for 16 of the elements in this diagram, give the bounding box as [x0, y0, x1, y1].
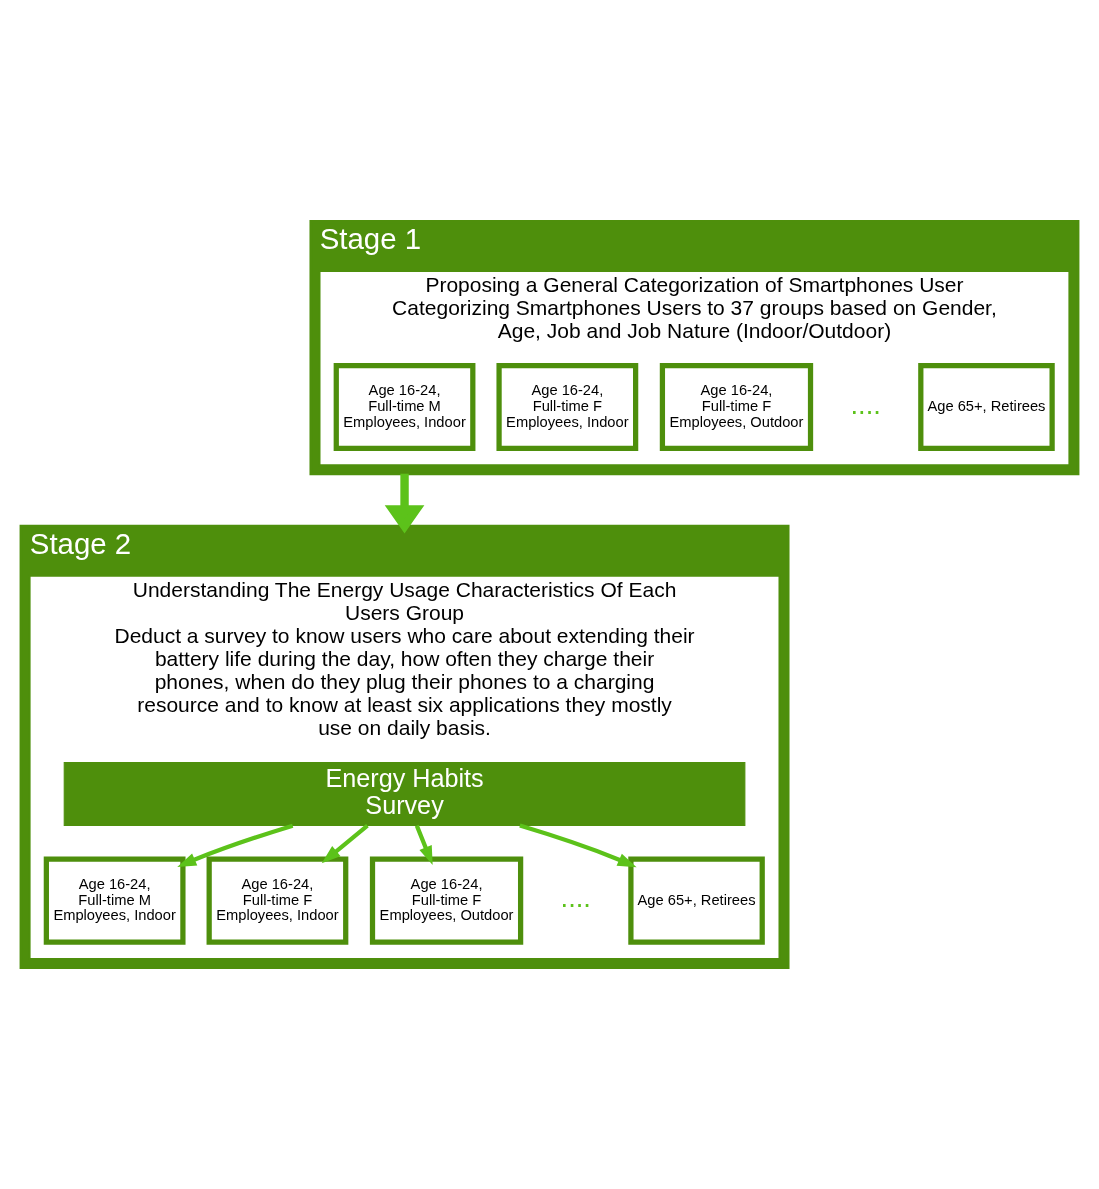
node-box: Age 16-24, Full-time F Employees, Outdoor [659, 362, 814, 452]
node-box: Age 16-24, Full-time M Employees, Indoor [43, 856, 186, 945]
node-box: Age 16-24, Full-time F Employees, Outdoor [369, 856, 524, 945]
arrow [384, 473, 425, 534]
arrow [321, 824, 369, 864]
node-box: Age 65+, Retirees [918, 362, 1055, 452]
arrow [177, 823, 294, 867]
node-box: Age 16-24, Full-time M Employees, Indoor [333, 362, 476, 452]
node-box: Age 65+, Retirees [628, 856, 765, 945]
arrow [519, 823, 637, 868]
node-box: Energy Habits Survey [63, 762, 746, 827]
label: .... [850, 388, 881, 420]
node-box: Age 16-24, Full-time F Employees, Indoor [206, 856, 349, 945]
node-box: Age 16-24, Full-time F Employees, Indoor [496, 362, 639, 452]
label: .... [560, 882, 591, 914]
arrow [414, 824, 433, 866]
